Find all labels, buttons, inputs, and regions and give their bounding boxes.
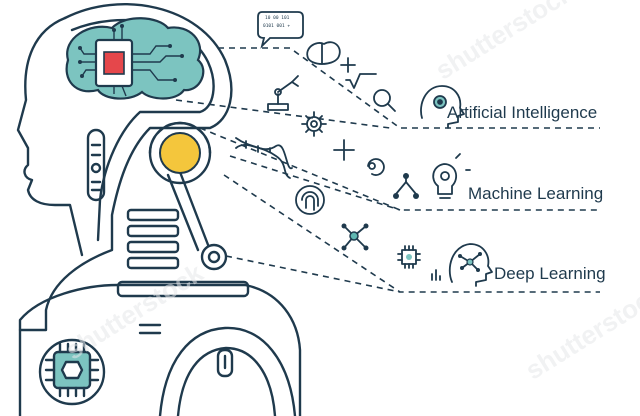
bubble-line-1: 10 00 101 bbox=[265, 16, 290, 21]
stack-bar-1 bbox=[126, 208, 180, 222]
brain-icon bbox=[306, 41, 341, 65]
label-deep-learning: Deep Learning bbox=[494, 264, 606, 283]
plus-icon bbox=[340, 57, 356, 73]
refresh-icon bbox=[367, 158, 385, 176]
brain-circuits bbox=[79, 26, 182, 97]
ear-panel bbox=[86, 128, 106, 202]
brain-shape bbox=[65, 17, 205, 100]
robot-face-profile bbox=[16, 16, 84, 257]
lower-chip-circle bbox=[38, 338, 106, 406]
small-cpu-icon bbox=[397, 245, 421, 269]
fingerprint-icon bbox=[295, 185, 325, 215]
connector-ai bbox=[175, 99, 391, 129]
lightbulb-gear-icon bbox=[432, 153, 471, 199]
robot-head-outline bbox=[18, 3, 233, 332]
gear-icon bbox=[301, 111, 327, 137]
connector-ml bbox=[229, 155, 401, 211]
bubble-line-2: 0101 001 + bbox=[263, 24, 291, 29]
connector-dl bbox=[225, 255, 401, 293]
speech-bubble bbox=[257, 11, 304, 49]
stack-bar-4 bbox=[126, 256, 180, 270]
connector-lines bbox=[175, 47, 600, 293]
neck-base bbox=[116, 280, 250, 298]
ai-head-icon bbox=[420, 85, 465, 129]
chest-dial bbox=[158, 326, 297, 416]
stack-bar-2 bbox=[126, 224, 180, 238]
icon-filled-nodes bbox=[341, 173, 482, 272]
stack-bar-3 bbox=[126, 240, 180, 254]
core-yellow bbox=[160, 133, 200, 173]
dna-icon bbox=[235, 137, 293, 179]
brain-circuit-nodes bbox=[78, 24, 184, 82]
magnifier-icon bbox=[373, 89, 396, 112]
body-outline bbox=[18, 283, 302, 416]
arm-rod bbox=[166, 173, 200, 252]
label-machine-learning: Machine Learning bbox=[468, 184, 604, 203]
label-artificial-intelligence: Artificial Intelligence bbox=[447, 103, 598, 122]
plus-icon-2 bbox=[333, 139, 355, 161]
mini-bars-icon bbox=[431, 269, 441, 281]
connector-top bbox=[218, 47, 600, 129]
robot-arm-icon bbox=[267, 75, 299, 111]
sqrt-icon bbox=[345, 73, 377, 89]
small-cpu-core bbox=[406, 254, 412, 260]
arm-joint bbox=[200, 243, 228, 271]
dl-head-core bbox=[466, 258, 474, 266]
cpu-red-core bbox=[103, 51, 125, 75]
